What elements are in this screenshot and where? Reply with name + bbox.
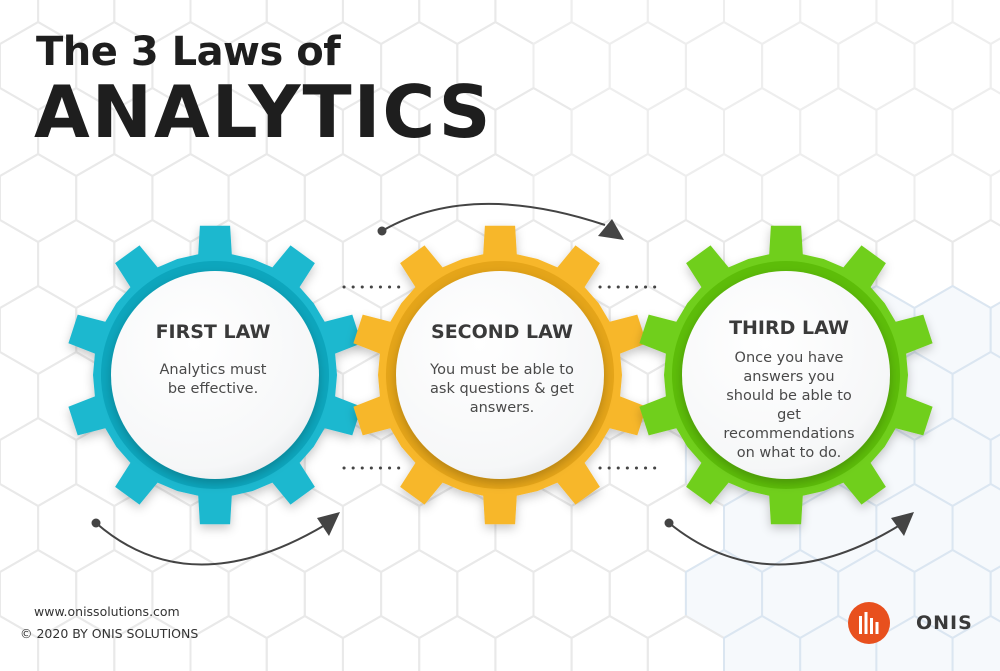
onis-logo-text: ONIS [916,612,973,634]
second-law-text: SECOND LAW You must be able to ask quest… [417,321,587,418]
website-link[interactable]: www.onissolutions.com [34,604,180,619]
second-law-description: You must be able to ask questions & get … [430,362,574,416]
curved-arrow-icon [91,512,340,566]
hexagon-tile [723,614,802,671]
title-line-2: ANALYTICS [34,70,493,154]
first-law-gear [68,225,362,525]
second-law-heading: SECOND LAW [431,321,573,343]
curved-arrow-icon [664,512,914,566]
third-law-heading: THIRD LAW [729,317,849,339]
title-line-1: The 3 Laws of [36,29,341,75]
hexagon-tile [341,614,421,671]
hexagon-tile [951,614,1000,671]
gear-center [682,271,890,479]
first-law-description: Analytics must be effective. [159,362,267,397]
third-law-gear [639,225,933,525]
hexagon-tile [875,614,954,671]
gear-center [111,271,319,479]
hexagon-tile [37,614,116,671]
third-law-text: THIRD LAW Once you have answers you shou… [704,317,874,463]
hexagon-tile [265,614,344,671]
hexagon-tile [113,614,192,671]
third-law-description: Once you have answers you should be able… [723,350,855,461]
first-law-heading: FIRST LAW [155,321,271,343]
hexagon-tile [418,614,497,671]
second-law-gear [353,225,647,525]
gear-center [396,271,604,479]
first-law-text: FIRST LAW Analytics must be effective. [133,321,293,399]
onis-logo-icon [848,602,890,644]
hexagon-tile [570,614,649,671]
hexagon-tile [189,614,268,671]
hexagon-tile [646,614,725,671]
curved-arrow-icon [377,203,624,240]
hexagon-tile [494,614,573,671]
copyright-text: © 2020 BY ONIS SOLUTIONS [20,626,199,641]
